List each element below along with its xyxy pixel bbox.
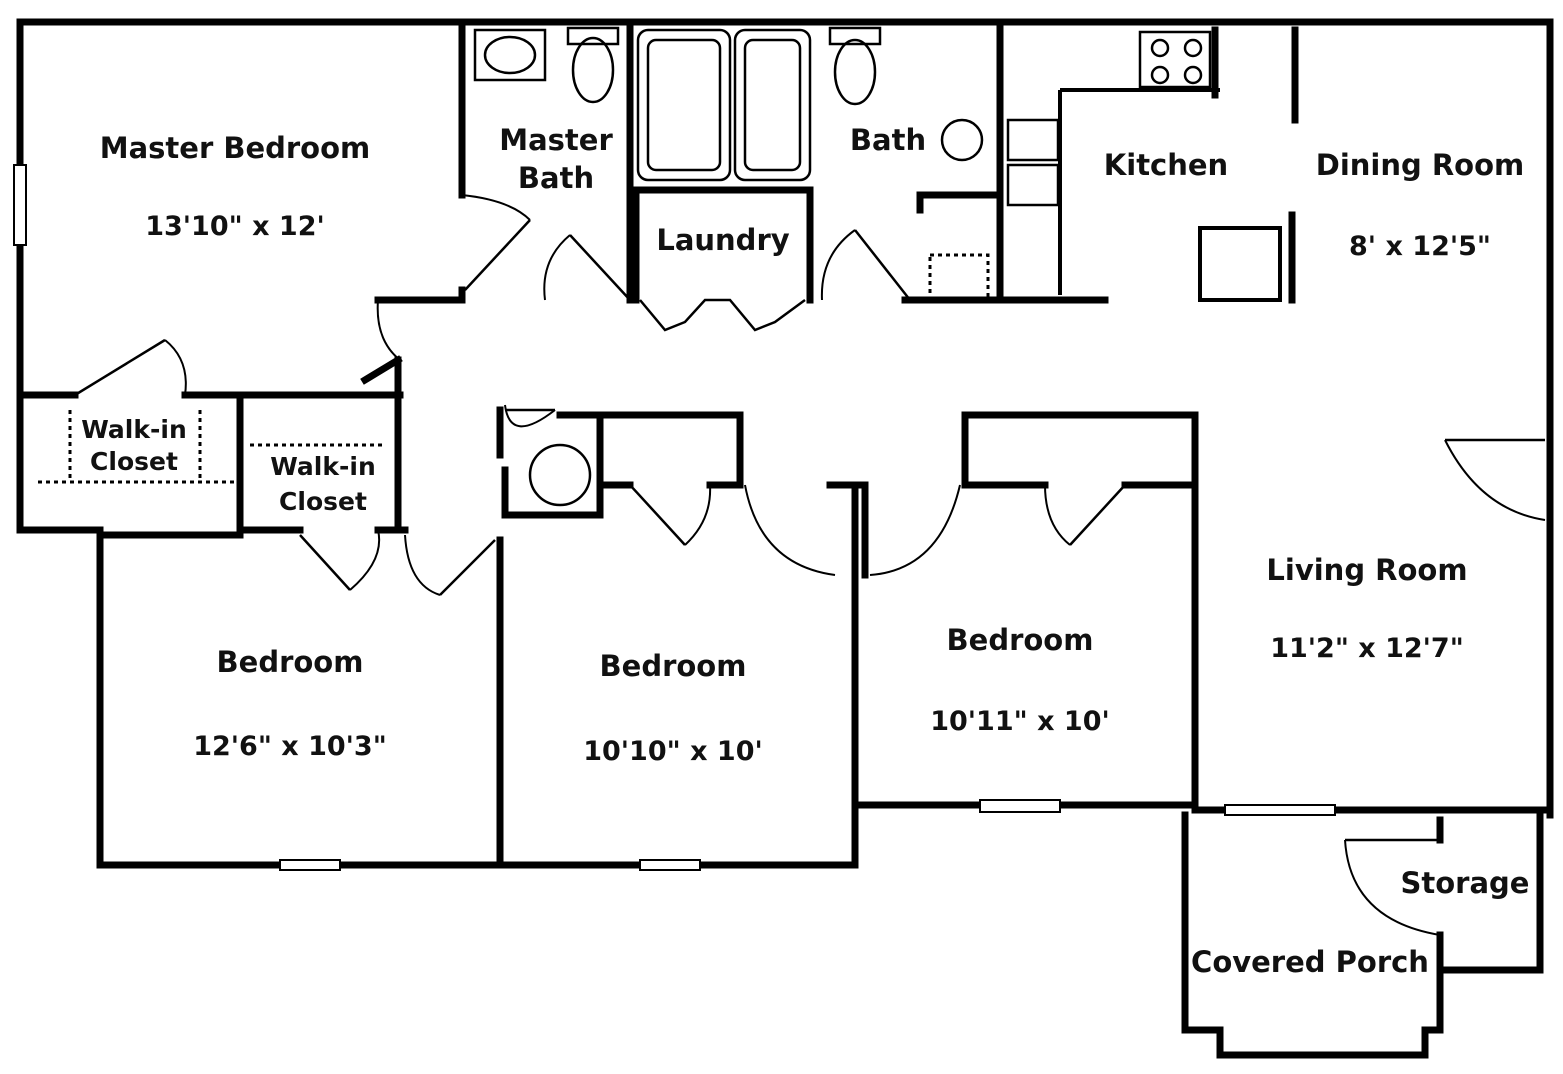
room-dims-living-room: 11'2" x 12'7" bbox=[1270, 633, 1464, 664]
exterior-walls bbox=[16, 18, 1554, 869]
window-living bbox=[1224, 804, 1336, 816]
room-name-walk-in-closet-1-line1: Walk-in bbox=[81, 415, 187, 444]
sink-icon bbox=[940, 118, 984, 162]
window-master bbox=[13, 164, 27, 246]
room-name-laundry: Laundry bbox=[656, 223, 789, 257]
room-dims-bedroom-1: 12'6" x 10'3" bbox=[193, 731, 387, 762]
doors bbox=[74, 194, 1546, 936]
room-name-master-bedroom: Master Bedroom bbox=[100, 131, 371, 165]
water-heater-icon bbox=[928, 253, 990, 302]
room-name-kitchen: Kitchen bbox=[1104, 148, 1228, 182]
room-dims-bedroom-2: 10'10" x 10' bbox=[583, 736, 763, 767]
room-dims-master-bedroom: 13'10" x 12' bbox=[145, 211, 325, 242]
window-bedroom-2 bbox=[639, 859, 701, 871]
toilet-icon bbox=[828, 26, 882, 46]
water-heater-icon bbox=[528, 443, 592, 507]
closet-shelf bbox=[38, 410, 235, 484]
room-name-bedroom-3: Bedroom bbox=[947, 623, 1094, 657]
sink-icon bbox=[473, 28, 547, 82]
room-name-walk-in-closet-2-line2: Closet bbox=[279, 487, 367, 516]
windows bbox=[13, 164, 1336, 871]
window-bedroom-3 bbox=[979, 799, 1061, 813]
bathtub-icon bbox=[636, 28, 732, 182]
room-dims-bedroom-3: 10'11" x 10' bbox=[930, 706, 1110, 737]
room-name-master-bath-line2: Bath bbox=[518, 161, 594, 195]
room-name-walk-in-closet-1-line2: Closet bbox=[90, 447, 178, 476]
room-name-covered-porch: Covered Porch bbox=[1191, 945, 1429, 979]
room-name-storage: Storage bbox=[1401, 866, 1530, 900]
room-name-bedroom-1: Bedroom bbox=[217, 645, 364, 679]
fixtures bbox=[38, 26, 1212, 507]
kitchen-sink-icon bbox=[1006, 118, 1060, 162]
room-name-bath: Bath bbox=[850, 123, 926, 157]
toilet-icon bbox=[566, 26, 620, 46]
stove-icon bbox=[1138, 30, 1212, 89]
window-bedroom-1 bbox=[279, 859, 341, 871]
room-name-walk-in-closet-2-line1: Walk-in bbox=[270, 452, 376, 481]
room-name-bedroom-2: Bedroom bbox=[600, 649, 747, 683]
room-labels: Master Bedroom 13'10" x 12' Master Bath … bbox=[81, 123, 1529, 979]
interior-walls bbox=[16, 18, 1544, 1059]
room-name-master-bath-line1: Master bbox=[499, 123, 613, 157]
bathtub-icon bbox=[733, 28, 812, 182]
room-name-dining-room: Dining Room bbox=[1316, 148, 1525, 182]
room-name-living-room: Living Room bbox=[1266, 553, 1467, 587]
room-dims-dining-room: 8' x 12'5" bbox=[1349, 231, 1491, 262]
